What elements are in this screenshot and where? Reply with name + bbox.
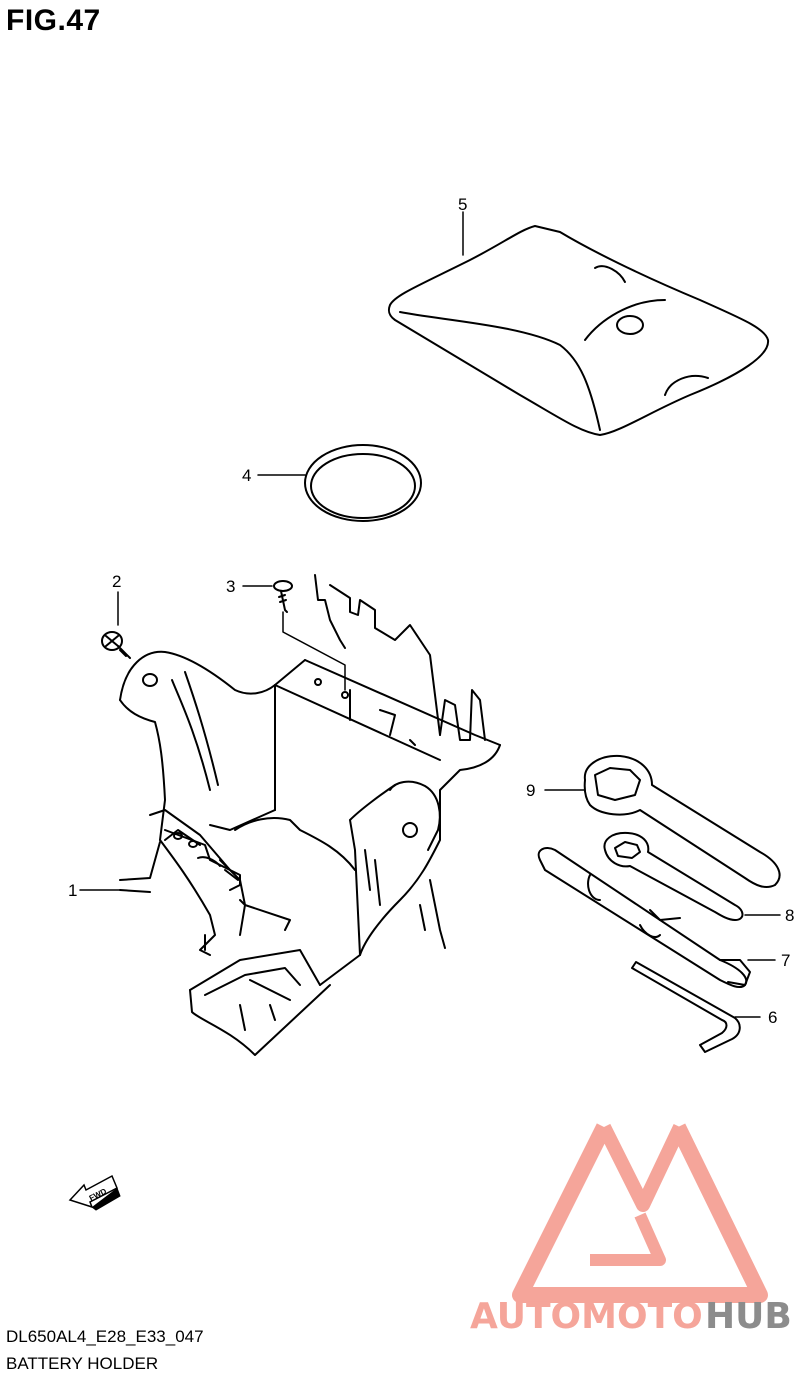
part-2-bolt (101, 631, 131, 659)
callout-3: 3 (226, 577, 235, 596)
automotohub-logo: AUTOMOTO HUB (470, 1123, 792, 1337)
fwd-arrow-icon: FWD (68, 1174, 121, 1211)
logo-text-left: AUTOMOTO (470, 1296, 703, 1337)
part-6-hex-key (631, 961, 741, 1053)
part-8-wrench (603, 831, 744, 921)
logo-text-right: HUB (705, 1296, 792, 1337)
callout-8: 8 (785, 906, 794, 925)
part-1-battery-holder (119, 574, 501, 1056)
part-5-cover-pad (387, 225, 770, 436)
callout-2: 2 (112, 572, 121, 591)
callout-1: 1 (68, 881, 77, 900)
part-7-box-wrench (537, 847, 751, 989)
callout-6: 6 (768, 1008, 777, 1027)
callout-7: 7 (781, 951, 790, 970)
part-3-screw (273, 580, 293, 613)
callout-9: 9 (526, 781, 535, 800)
part-9-wrench (583, 754, 781, 888)
part-4-band (304, 444, 422, 522)
leader-lines (79, 211, 781, 1018)
callout-5: 5 (458, 195, 467, 214)
figure-title: FIG.47 (6, 4, 101, 37)
callout-4: 4 (242, 466, 251, 485)
section-name-caption: BATTERY HOLDER (6, 1354, 159, 1373)
model-code-caption: DL650AL4_E28_E33_047 (6, 1327, 204, 1346)
